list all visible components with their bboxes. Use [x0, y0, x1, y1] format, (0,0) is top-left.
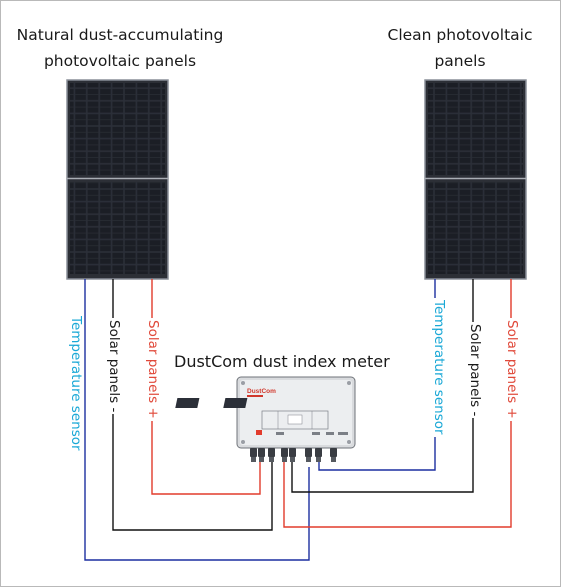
left-temperature-label: Temperature sensor: [68, 314, 84, 453]
right-solar-plus-label-text: Solar panels +: [504, 318, 520, 421]
right-solar-plus-label: Solar panels +: [504, 318, 520, 421]
right-panel-title-line1: Clean photovoltaic: [387, 26, 533, 44]
left-panel-title: Natural dust-accumulating photovoltaic p…: [2, 22, 238, 74]
right-temperature-label-text: Temperature sensor: [431, 298, 447, 437]
right-solar-minus-label-text: Solar panels -: [467, 322, 483, 419]
right-temperature-label: Temperature sensor: [431, 298, 447, 437]
left-solar-panel: [66, 79, 169, 280]
left-solar-plus-label: Solar panels +: [145, 318, 161, 421]
left-solar-minus-label-text: Solar panels -: [106, 318, 122, 415]
right-panel-title-line2: panels: [434, 52, 486, 70]
right-panel-title: Clean photovoltaic panels: [372, 22, 548, 74]
right-solar-panel: [424, 79, 527, 280]
meter-brand: DustCom: [247, 388, 276, 395]
left-panel-title-line1: Natural dust-accumulating: [16, 26, 224, 44]
dustcom-meter: DustCom: [175, 376, 356, 462]
right-solar-minus-label: Solar panels -: [467, 322, 483, 419]
left-solar-minus-label: Solar panels -: [106, 318, 122, 415]
left-solar-plus-label-text: Solar panels +: [145, 318, 161, 421]
left-temperature-wire: [84, 279, 310, 561]
left-temperature-label-text: Temperature sensor: [68, 314, 84, 453]
left-panel-title-line2: photovoltaic panels: [43, 52, 197, 70]
meter-title: DustCom dust index meter: [174, 352, 390, 371]
